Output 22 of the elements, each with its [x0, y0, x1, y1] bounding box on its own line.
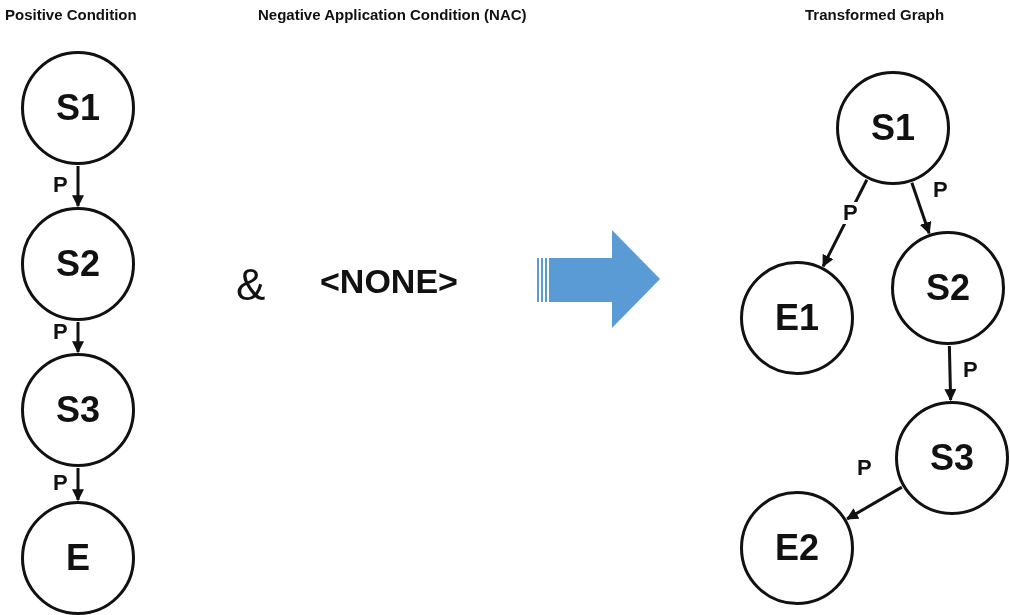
arrow: [821, 179, 869, 268]
panel-heading: Negative Application Condition (NAC): [258, 6, 527, 23]
node-label: S3: [929, 437, 974, 479]
node-label: E1: [774, 297, 819, 339]
arrow: [846, 485, 903, 521]
ampersand-symbol: &: [236, 260, 266, 310]
node-label: S2: [925, 267, 970, 309]
none-text: <NONE>: [320, 262, 458, 301]
arrow: [944, 345, 957, 402]
node-label: S1: [870, 107, 915, 149]
panel-heading: Transformed Graph: [805, 6, 945, 23]
node-label: S3: [55, 389, 100, 431]
arrow: [72, 468, 84, 502]
node-label: S1: [55, 87, 100, 129]
edge-label: P: [842, 202, 859, 224]
node-label: S2: [55, 243, 100, 285]
node-label: E2: [774, 527, 819, 569]
arrow: [72, 322, 84, 354]
arrow: [72, 166, 84, 208]
panel-heading: Positive Condition: [5, 6, 137, 23]
arrow: [910, 182, 932, 235]
node-label: E: [66, 537, 90, 579]
